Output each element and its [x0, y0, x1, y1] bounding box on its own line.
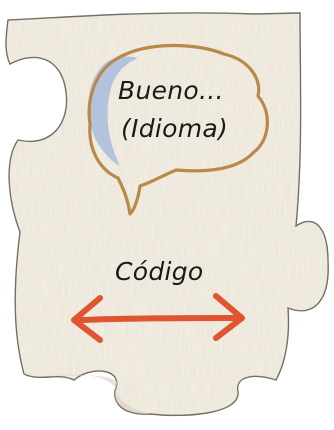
puzzle-edge-shade: [22, 372, 150, 414]
bubble-text-line-2: (Idioma): [121, 114, 229, 143]
double-headed-arrow-icon: [71, 293, 245, 343]
bubble-text-line-1: Bueno...: [118, 76, 224, 105]
puzzle-texture: [6, 12, 329, 416]
code-label: Código: [115, 257, 204, 286]
speech-bubble-icon: [87, 43, 269, 216]
speech-bubble-shade: [88, 56, 138, 166]
